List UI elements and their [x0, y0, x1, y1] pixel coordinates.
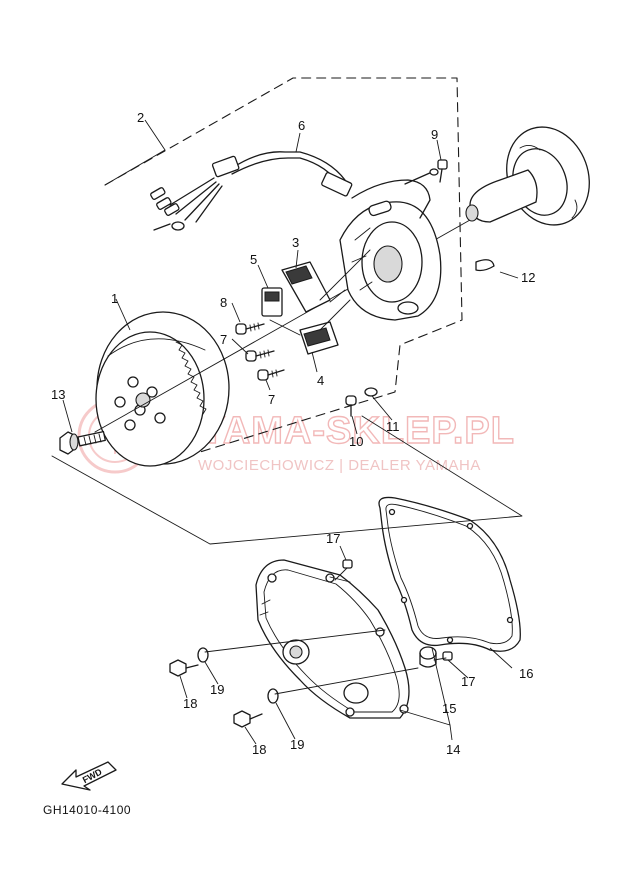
callout-19-lower: 19 [290, 737, 304, 752]
diagram-code: GH14010-4100 [43, 803, 131, 817]
callout-3: 3 [292, 235, 299, 250]
callout-12: 12 [521, 270, 535, 285]
bolt-17-top [334, 559, 353, 581]
cover-gasket [378, 496, 521, 652]
washer-19-upper [197, 647, 209, 663]
callout-11: 11 [386, 419, 400, 434]
callout-10: 10 [349, 434, 363, 449]
callout-9: 9 [431, 127, 438, 142]
leader-lines [62, 119, 519, 745]
bolt-18-lower [233, 710, 263, 728]
washer-19-lower [267, 688, 279, 704]
wire-harness [150, 151, 439, 231]
callout-13: 13 [51, 387, 65, 402]
screw-7b [257, 369, 285, 381]
fwd-arrow: FWD [61, 761, 117, 791]
callout-17-right: 17 [461, 674, 475, 689]
callout-18-lower: 18 [252, 742, 266, 757]
stator-plate [339, 200, 442, 321]
dowel-pin [419, 646, 437, 668]
callout-7-lower: 7 [268, 392, 275, 407]
rotor-boss [465, 126, 590, 226]
washer-11 [364, 387, 378, 397]
bolt-18-upper [169, 659, 199, 677]
callout-18-upper: 18 [183, 696, 197, 711]
callout-5: 5 [250, 252, 257, 267]
callout-7-upper: 7 [220, 332, 227, 347]
callout-19-upper: 19 [210, 682, 224, 697]
callout-1: 1 [111, 291, 118, 306]
flywheel-rotor [95, 311, 230, 467]
bolt-10 [345, 395, 357, 417]
screw-9 [437, 159, 448, 183]
pickup-coil-assembly [261, 249, 371, 355]
screw-7a [245, 349, 275, 362]
callout-6: 6 [298, 118, 305, 133]
callout-8: 8 [220, 295, 227, 310]
screw-8 [235, 322, 265, 335]
callout-15: 15 [442, 701, 456, 716]
assembly-boundary-upper [104, 77, 463, 453]
callout-16: 16 [519, 666, 533, 681]
watermark: YAMA-SKLEP.PL WOJCIECHOWICZ | DEALER YAM… [77, 398, 515, 474]
crankcase-cover [255, 559, 410, 719]
callout-2: 2 [137, 110, 144, 125]
callout-labels: 1 2 3 4 5 6 7 7 8 9 10 11 12 13 14 15 16… [51, 110, 535, 757]
flywheel-bolt [59, 430, 106, 455]
guide-lines-cover [204, 576, 447, 695]
woodruff-key [475, 259, 495, 272]
assembly-boundary-lower [51, 415, 523, 545]
callout-17-top: 17 [326, 531, 340, 546]
watermark-dealer: WOJCIECHOWICZ | DEALER YAMAHA [198, 457, 481, 474]
bolt-17-right [442, 651, 453, 661]
watermark-brand: YAMA-SKLEP.PL [200, 410, 515, 452]
callout-14: 14 [446, 742, 460, 757]
callout-4: 4 [317, 373, 324, 388]
